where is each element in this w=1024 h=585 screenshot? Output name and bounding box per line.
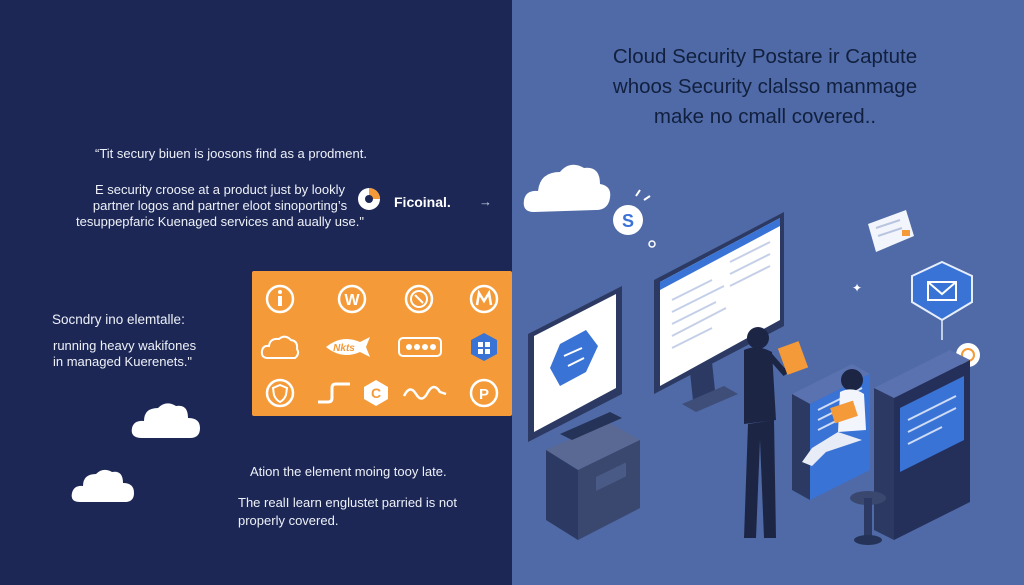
stool [850, 491, 886, 545]
desk [546, 412, 640, 540]
svg-text:P: P [479, 386, 489, 403]
forward-arrow-icon: → [479, 194, 492, 209]
svg-text:W: W [344, 292, 360, 309]
right-panel: Cloud Security Postare ir Captute whoos … [512, 0, 1024, 585]
cloud-icon [523, 164, 611, 212]
message-dots-icon [397, 329, 443, 365]
wave-icon [402, 375, 448, 411]
partner-logo-icon [358, 188, 380, 210]
headline-line: make no cmall covered.. [653, 105, 877, 128]
m-logo-icon [464, 281, 504, 317]
large-monitor [654, 212, 784, 412]
intro-quote: “Tit secury biuen is joosons find as a p… [95, 146, 367, 161]
secondary-title: Socndry ino elemtalle: [52, 312, 185, 327]
shield-badge-icon [260, 375, 300, 411]
secondary-line: in managed Kuerenets." [53, 354, 193, 369]
intro-line: partner logos and partner eloot sinoport… [92, 198, 348, 213]
cloud-icon [131, 403, 200, 438]
bottom-line: properly covered. [238, 513, 339, 528]
svg-text:S: S [622, 211, 634, 231]
partner-logo-grid: W Nkts C P [252, 271, 512, 416]
intro-line: E security croose at a product just by l… [94, 182, 345, 197]
info-badge-icon [260, 281, 300, 317]
svg-text:Nkts: Nkts [333, 343, 355, 354]
container-hex-icon [464, 329, 504, 365]
dot-icon [648, 240, 656, 248]
sparkle-icon: ✦ [852, 281, 862, 295]
shield-mail-icon [911, 260, 973, 340]
s-badge-icon: S [613, 189, 651, 235]
path-icon [314, 375, 354, 411]
small-monitor [528, 286, 622, 442]
phone-badge-icon [399, 281, 439, 317]
svg-text:C: C [371, 385, 381, 401]
secondary-body: running heavy wakifones in managed Kuere… [53, 338, 196, 370]
left-panel: “Tit secury biuen is joosons find as a p… [52, 146, 512, 530]
person-standing [744, 327, 809, 538]
secondary-line: running heavy wakifones [53, 338, 197, 353]
p-logo-icon: P [464, 375, 504, 411]
fish-logo-icon: Nkts [322, 329, 374, 365]
bottom-paragraph: The realI learn englustet parried is not… [238, 494, 457, 530]
bottom-line: The realI learn englustet parried is not [238, 495, 457, 510]
floating-card-icon [868, 210, 914, 252]
person-seated [802, 369, 866, 466]
intro-line: tesuppepfaric Kuenaged services and aual… [76, 214, 364, 229]
c-logo-icon: C [356, 375, 396, 411]
w-logo-icon: W [332, 281, 372, 317]
cloud-outline-icon [260, 329, 300, 365]
headline-line: whoos Security clalsso manmage [612, 75, 918, 98]
isometric-office-illustration: S ✦ [523, 164, 980, 545]
server-rack [874, 350, 970, 540]
intro-paragraph: E security croose at a product just by l… [70, 182, 370, 230]
headline-line: Cloud Security Postare ir Captute [612, 45, 918, 68]
bottom-statement: Ation the element moing tooy late. [250, 464, 447, 479]
partner-logo-text: Ficoinal. [394, 194, 451, 210]
headline: Cloud Security Postare ir Captute whoos … [600, 42, 930, 132]
cloud-icon [71, 469, 134, 502]
